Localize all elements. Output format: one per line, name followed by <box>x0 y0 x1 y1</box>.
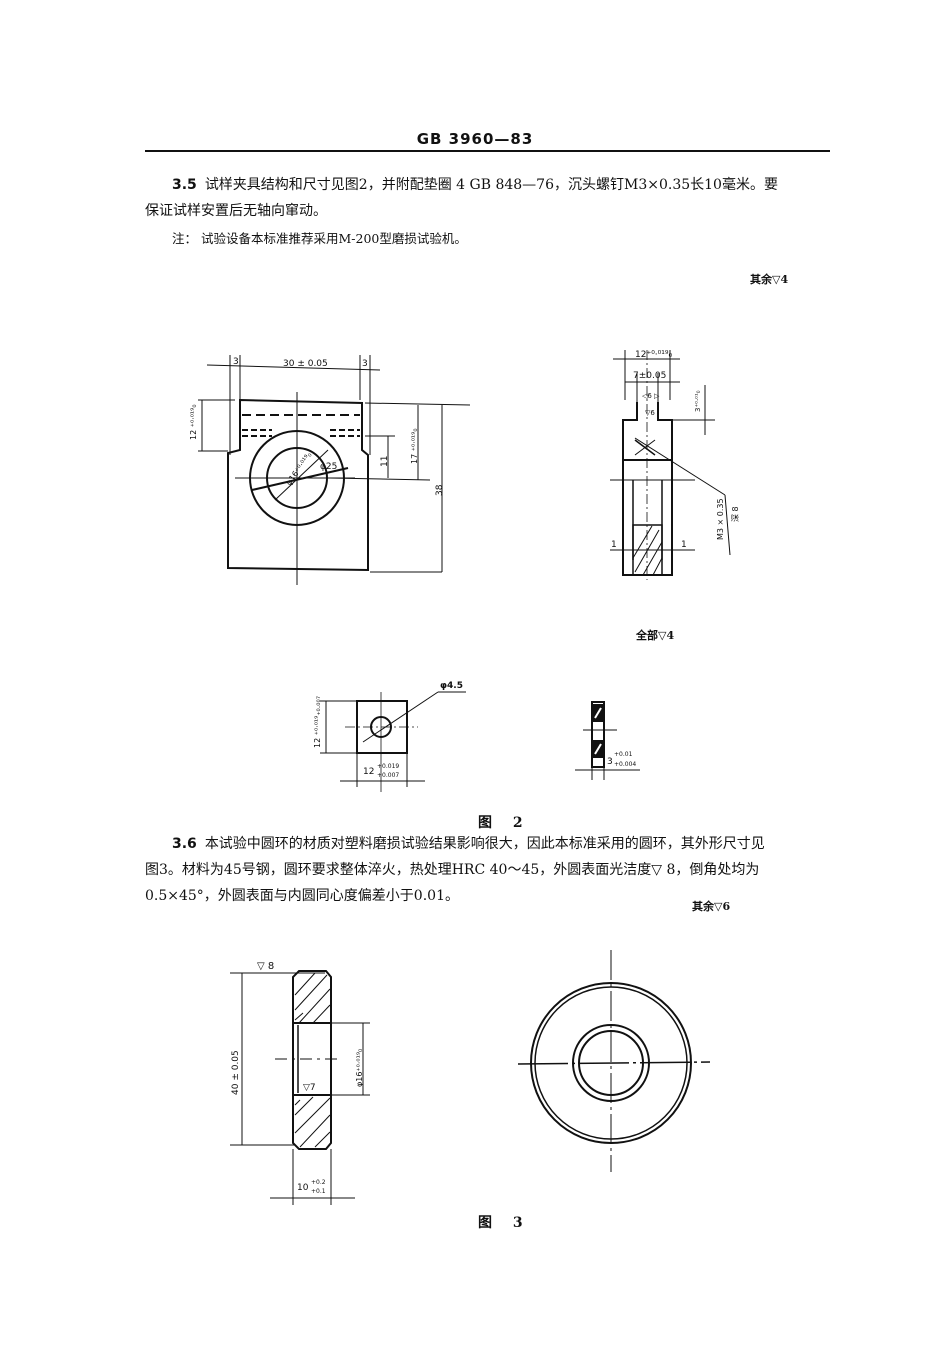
svg-text:+0.007: +0.007 <box>377 772 399 779</box>
svg-text:φ4.5: φ4.5 <box>440 681 463 691</box>
svg-text:+0.004: +0.004 <box>614 761 636 768</box>
section-text: 本试验中圆环的材质对塑料磨损试验结果影响很大，因此本标准采用的圆环，其外形尺寸见 <box>204 836 765 852</box>
svg-text:1: 1 <box>681 540 687 550</box>
svg-text:◁6 ▷: ◁6 ▷ <box>642 392 660 400</box>
svg-text:φ16⁺⁰·⁰¹⁹₀: φ16⁺⁰·⁰¹⁹₀ <box>355 1049 364 1087</box>
fig2-washer-front-drawing: φ4.5 12 ⁺⁰·⁰¹⁹₊₀.₀₀₇ 12 +0.019 +0.007 <box>313 681 466 792</box>
fig3-section-view-drawing: ▽ 8 40 ± 0.05 φ16⁺⁰·⁰¹⁹₀ ▽7 10 +0.2 +0.1 <box>230 961 370 1205</box>
svg-text:3: 3 <box>233 357 239 367</box>
svg-text:10: 10 <box>297 1183 309 1193</box>
section-3-6-line2: 图3。材料为45号钢，圆环要求整体淬火，热处理HRC 40～45，外圆表面光洁度… <box>145 862 760 878</box>
section-3-6-line3: 0.5×45°，外圆表面与内圆同心度偏差小于0.01。 <box>145 888 459 904</box>
svg-text:+0.01: +0.01 <box>614 751 633 758</box>
standard-code-header: GB 3960—83 <box>416 130 534 148</box>
section-number: 3.6 <box>172 836 197 852</box>
section-3-5-note: 注： 试验设备本标准推荐采用M-200型磨损试验机。 <box>172 231 467 246</box>
section-3-5-line2: 保证试样安置后无轴向窜动。 <box>145 203 327 219</box>
svg-text:深 8: 深 8 <box>731 506 740 522</box>
svg-text:30 ± 0.05: 30 ± 0.05 <box>283 359 328 369</box>
svg-text:12⁺⁰·⁰¹⁹₀: 12⁺⁰·⁰¹⁹₀ <box>635 350 672 360</box>
fig2-side-view-drawing: 12⁺⁰·⁰¹⁹₀ 7±0.05 ◁6 ▷ ▽6 3⁺⁰·⁰¹₀ M3 × 0.… <box>610 350 740 580</box>
svg-text:φ25: φ25 <box>320 462 337 472</box>
svg-text:+0.019: +0.019 <box>377 763 399 770</box>
section-3-5-line1: 3.5 试样夹具结构和尺寸见图2，并附配垫圈 4 GB 848—76，沉头螺钉M3… <box>172 172 852 198</box>
svg-text:+0.1: +0.1 <box>311 1188 326 1195</box>
svg-text:▽7: ▽7 <box>303 1083 316 1093</box>
surface-finish-rest-fig3: 其余▽6 <box>692 900 731 913</box>
svg-text:17 ⁺⁰·⁰¹⁹₀: 17 ⁺⁰·⁰¹⁹₀ <box>410 428 419 464</box>
svg-text:11: 11 <box>380 456 390 467</box>
svg-text:▽6: ▽6 <box>645 409 655 417</box>
surface-finish-all: 全部▽4 <box>636 629 675 642</box>
svg-text:▽ 8: ▽ 8 <box>257 961 274 972</box>
svg-text:38: 38 <box>435 484 445 496</box>
svg-text:12 ⁺⁰·⁰¹⁹₊₀.₀₀₇: 12 ⁺⁰·⁰¹⁹₊₀.₀₀₇ <box>313 696 322 748</box>
fig2-front-view-drawing: 3 3 30 ± 0.05 12 ⁺⁰·⁰¹⁹₀ 17 ⁺⁰·⁰¹⁹₀ 11 3… <box>189 355 470 585</box>
svg-text:3: 3 <box>607 757 613 767</box>
svg-text:φ16⁺⁰·⁰¹⁹₀: φ16⁺⁰·⁰¹⁹₀ <box>284 451 313 488</box>
svg-text:12 ⁺⁰·⁰¹⁹₀: 12 ⁺⁰·⁰¹⁹₀ <box>189 404 198 440</box>
svg-text:12: 12 <box>363 767 374 777</box>
figure-3-caption: 图 3 <box>478 1215 531 1231</box>
svg-text:40 ± 0.05: 40 ± 0.05 <box>231 1050 241 1095</box>
svg-text:7±0.05: 7±0.05 <box>633 371 666 381</box>
fig3-ring-front-drawing <box>517 950 711 1172</box>
figure-2-caption: 图 2 <box>478 815 531 831</box>
svg-text:3⁺⁰·⁰¹₀: 3⁺⁰·⁰¹₀ <box>694 390 702 412</box>
section-number: 3.5 <box>172 177 197 193</box>
section-text: 试样夹具结构和尺寸见图2，并附配垫圈 4 GB 848—76，沉头螺钉M3×0.… <box>204 177 778 193</box>
section-3-6-line1: 3.6 本试验中圆环的材质对塑料磨损试验结果影响很大，因此本标准采用的圆环，其外形… <box>172 831 852 857</box>
surface-finish-rest-fig2: 其余▽4 <box>750 273 789 286</box>
svg-text:3: 3 <box>362 359 368 369</box>
fig2-washer-side-drawing: 3 +0.01 +0.004 <box>575 701 640 780</box>
header-rule <box>145 150 830 152</box>
svg-text:+0.2: +0.2 <box>311 1179 326 1186</box>
svg-text:1: 1 <box>611 540 617 550</box>
svg-text:M3 × 0.35: M3 × 0.35 <box>716 498 725 540</box>
